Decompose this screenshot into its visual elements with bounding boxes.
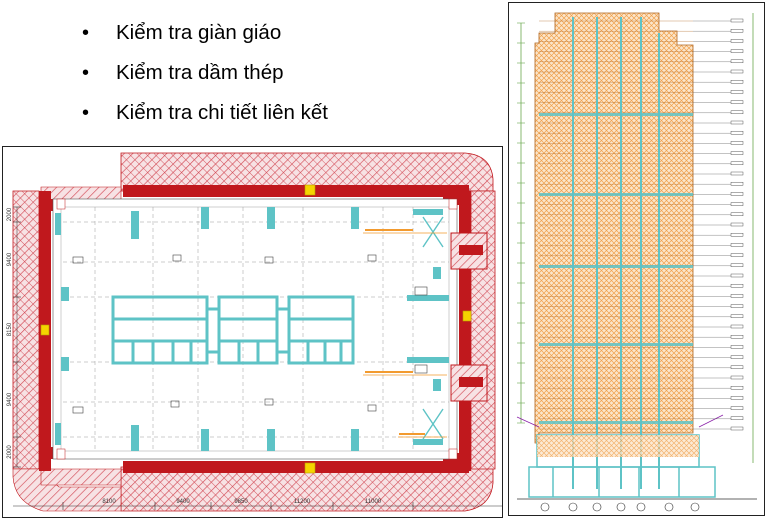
level-tag (730, 151, 744, 155)
dimension-label: 11200 (294, 499, 311, 505)
level-tag (730, 39, 744, 43)
bullet-item: • Kiểm tra chi tiết liên kết (82, 98, 328, 138)
dimension-label: 8100 (102, 499, 116, 505)
level-tag (730, 49, 744, 53)
annotation-leaders (363, 232, 447, 438)
level-tag (730, 79, 744, 84)
level-tag (730, 29, 744, 33)
dimension-label: 9400 (7, 252, 13, 266)
level-tag (730, 345, 744, 349)
dimension-label: 11000 (365, 499, 382, 505)
level-tag (730, 120, 744, 125)
level-tag (730, 284, 744, 288)
level-tag (730, 202, 744, 206)
level-markers (693, 18, 744, 431)
level-tag (730, 396, 744, 400)
elevation-canvas (516, 12, 757, 512)
frame-bands (539, 113, 693, 424)
frame-columns (572, 17, 660, 489)
level-tag (730, 100, 744, 104)
level-tag (730, 365, 744, 369)
level-tag (730, 130, 744, 135)
level-tag (730, 314, 744, 318)
column-markers (40, 184, 472, 474)
bullet-dot-icon: • (82, 102, 90, 124)
dimension-label: 2000 (7, 207, 13, 221)
elevation-drawing (508, 2, 765, 516)
level-tag (730, 263, 744, 267)
level-tag (730, 171, 744, 176)
level-tag (730, 59, 744, 63)
level-tag (730, 375, 744, 380)
dimension-label: 9400 (176, 499, 190, 505)
floor-slab (52, 198, 458, 460)
dimension-label: 9400 (7, 392, 13, 406)
bullet-text: Kiểm tra dầm thép (116, 61, 284, 84)
cantilever-platforms (450, 232, 488, 402)
floor-lines (517, 20, 693, 430)
left-dimensions: 2000 9400 8150 9400 2000 (7, 206, 21, 468)
bullet-dot-icon: • (82, 22, 90, 44)
level-tag (730, 222, 744, 227)
level-tag (730, 232, 744, 237)
bullet-text: Kiểm tra chi tiết liên kết (116, 101, 328, 124)
elevation-annotations (516, 414, 724, 428)
level-tag (730, 273, 744, 278)
level-tag (730, 181, 744, 186)
bullet-item: • Kiểm tra giàn giáo (82, 18, 328, 58)
diagonal-braces (422, 216, 444, 440)
annotation-marks (365, 229, 425, 435)
level-tag (730, 304, 744, 308)
steel-beams (111, 295, 355, 365)
level-tag (730, 416, 744, 420)
level-tag (730, 243, 744, 247)
bullet-list: • Kiểm tra giàn giáo • Kiểm tra dầm thép •… (82, 18, 328, 138)
level-tag (730, 426, 744, 431)
level-tag (730, 386, 744, 390)
level-tag (730, 90, 744, 94)
bullet-dot-icon: • (82, 62, 90, 84)
level-tag (730, 141, 744, 145)
steel-beam-posts (55, 207, 449, 451)
scaffold-facade (534, 12, 694, 444)
bottom-dimensions: 8100 9400 9850 11200 11000 (62, 499, 414, 510)
dimension-lines (13, 207, 502, 507)
dimension-label: 9850 (234, 499, 248, 505)
grid-bubbles (540, 502, 700, 512)
level-tag (730, 355, 744, 359)
level-tag (730, 253, 744, 257)
level-tag (730, 406, 744, 410)
level-tag (730, 294, 744, 298)
bullet-text: Kiểm tra giàn giáo (116, 21, 282, 44)
level-tag (730, 335, 744, 339)
level-tag (730, 110, 744, 115)
level-tag (730, 324, 744, 329)
level-tag (730, 69, 744, 74)
level-tag (730, 212, 744, 217)
level-tag (730, 192, 744, 196)
wall-openings (56, 198, 458, 460)
dimension-label: 8150 (7, 322, 13, 336)
slab-detail-marks (72, 254, 428, 414)
level-tag (730, 161, 744, 166)
dimension-label: 2000 (7, 445, 13, 459)
bullet-item: • Kiểm tra dầm thép (82, 58, 328, 98)
podium-scaffold (537, 435, 699, 457)
level-tag (730, 18, 744, 23)
